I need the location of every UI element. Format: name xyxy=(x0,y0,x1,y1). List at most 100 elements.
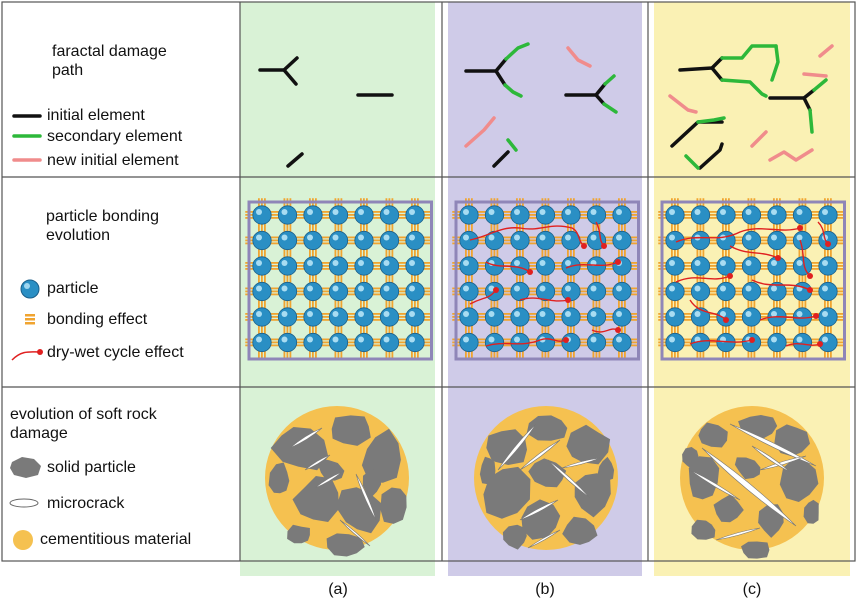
bonding-effect xyxy=(366,223,368,232)
bonding-effect xyxy=(309,249,311,258)
bonding-effect xyxy=(683,268,692,270)
bonding-effect xyxy=(417,300,419,309)
bonding-effect xyxy=(372,242,381,245)
bonding-effect xyxy=(270,293,279,296)
bonding-effect xyxy=(321,287,330,290)
bonding-effect xyxy=(579,341,588,344)
bonding-effect xyxy=(363,300,365,309)
particle xyxy=(612,332,632,353)
bonding-effect xyxy=(414,325,416,334)
bonding-effect xyxy=(573,325,575,334)
drywet-arrowhead xyxy=(817,341,823,347)
particle xyxy=(252,256,272,276)
bonding-effect xyxy=(528,265,537,267)
bonding-effect xyxy=(630,287,639,290)
bonding-effect xyxy=(747,223,750,232)
bonding-effect xyxy=(605,293,614,296)
bonding-effect xyxy=(760,319,769,321)
bonding-effect xyxy=(312,274,314,283)
bonding-effect xyxy=(477,316,486,318)
legend-new-initial-element: new initial element xyxy=(47,152,179,169)
particle-highlight xyxy=(514,285,520,292)
bonding-effect xyxy=(366,351,368,360)
bonding-effect xyxy=(286,249,289,258)
bonding-effect xyxy=(398,268,407,270)
bonding-effect xyxy=(579,268,588,270)
bonding-effect xyxy=(528,344,537,347)
bonding-effect xyxy=(468,249,470,258)
particle xyxy=(535,230,556,251)
drywet-cycle-path xyxy=(469,225,585,247)
path-segment-new_initial xyxy=(668,94,698,114)
bonding-effect xyxy=(605,287,614,290)
particle xyxy=(303,307,323,327)
particle-highlight xyxy=(307,209,313,215)
bonding-effect xyxy=(683,236,692,239)
bonding-effect xyxy=(747,300,750,309)
bonding-effect xyxy=(773,249,775,258)
solid-particle xyxy=(380,487,407,524)
bonding-effect xyxy=(296,239,305,242)
bonding-effect xyxy=(321,236,330,239)
bonding-effect xyxy=(309,300,311,309)
bonding-effect xyxy=(321,217,330,219)
bonding-effect xyxy=(296,217,305,219)
bonding-effect xyxy=(595,249,598,258)
bonding-effect xyxy=(258,223,260,232)
solid-particle xyxy=(803,499,819,524)
legend-path-icons xyxy=(12,114,42,162)
solid-particle xyxy=(521,499,561,540)
drywet-cycle-path xyxy=(689,299,727,321)
grid-frame xyxy=(247,200,433,361)
bonding-effect xyxy=(366,300,368,309)
particle xyxy=(303,256,323,276)
bonding-effect xyxy=(760,214,769,216)
particle-highlight xyxy=(796,234,803,241)
bonding-effect xyxy=(522,325,524,334)
bonding-effect xyxy=(490,223,493,232)
particle-highlight xyxy=(332,311,339,317)
particle-highlight xyxy=(514,234,520,241)
particle-highlight xyxy=(796,311,803,317)
particle-highlight xyxy=(358,234,364,241)
bonding-effect xyxy=(725,274,727,283)
path-panel-a xyxy=(258,56,394,168)
bonding-effect xyxy=(630,290,639,293)
bonding-effect xyxy=(554,319,563,321)
bonding-effect xyxy=(296,341,305,344)
bonding-effect xyxy=(798,300,801,309)
bonding-effect xyxy=(709,217,718,219)
bonding-effect xyxy=(321,214,330,216)
bonding-effect xyxy=(811,217,820,219)
bonding-effect xyxy=(347,293,356,296)
bonding-effect xyxy=(760,265,769,267)
bonding-effect xyxy=(503,338,512,341)
bonding-effect xyxy=(423,242,432,245)
bonding-effect xyxy=(801,300,804,309)
bonding-effect xyxy=(773,351,775,360)
bonding-effect xyxy=(747,325,750,334)
bonding-effect xyxy=(579,319,588,321)
microcrack xyxy=(527,529,561,549)
particle xyxy=(612,230,632,251)
drywet-cycle-path xyxy=(751,279,811,291)
bonding-effect xyxy=(270,316,279,318)
bonding-effect xyxy=(414,351,416,360)
bonding-effect xyxy=(334,274,337,283)
legend-drywet-effect: dry-wet cycle effect xyxy=(47,344,184,361)
bonding-effect xyxy=(683,290,692,293)
bonding-effect xyxy=(804,274,807,283)
bonding-effect xyxy=(363,223,365,232)
bonding-effect xyxy=(471,274,473,283)
bonding-effect xyxy=(544,249,547,258)
bonding-effect xyxy=(312,351,314,360)
bonding-effect xyxy=(547,325,550,334)
particle-highlight xyxy=(565,209,571,215)
bonding-effect xyxy=(836,211,845,213)
bonding-effect xyxy=(283,351,286,360)
particle-highlight xyxy=(281,260,288,266)
path-segment-initial xyxy=(802,96,812,112)
bonding-effect xyxy=(385,223,388,232)
particle-highlight xyxy=(409,209,415,215)
bonding-effect xyxy=(630,344,639,347)
